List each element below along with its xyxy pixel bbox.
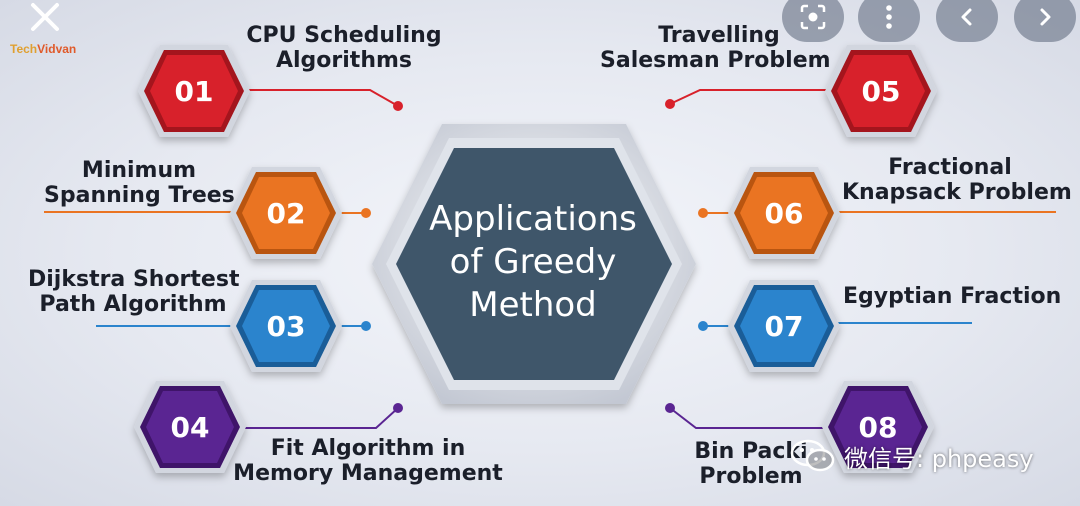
item-node-07: 07 [728,280,840,372]
item-nodes: 01 02 03 04 05 06 07 08 [134,45,937,473]
connector-08 [669,407,842,429]
item-node-05: 05 [825,45,937,137]
center-title: Applications of Greedy Method [400,198,666,327]
item-node-fill-05 [837,55,925,127]
item-number-08: 08 [859,411,898,444]
logo-part1: Tech [10,42,38,56]
connector-04 [230,407,399,429]
next-button[interactable] [1014,0,1076,42]
item-label-04-line2: Memory Management [233,461,503,486]
item-label-02: Minimum Spanning Trees [44,158,235,208]
chevron-left-icon [961,8,972,26]
center-hexagon [372,124,696,404]
item-label-02-line2: Spanning Trees [44,183,235,208]
item-node-fill-06 [740,177,828,249]
item-label-01: CPU Scheduling Algorithms [244,23,444,73]
item-label-05-line1: Travelling [658,23,780,48]
item-label-04: Fit Algorithm in Memory Management [232,436,504,486]
item-label-03-line2: Path Algorithm [39,292,227,317]
connector-dot-01 [393,101,403,111]
chevron-right-icon [1040,8,1051,26]
close-button[interactable] [8,0,82,36]
item-number-06: 06 [765,197,804,230]
item-node-fill-04 [146,391,234,463]
item-node-02: 02 [230,167,342,259]
item-node-03: 03 [230,280,342,372]
item-label-07: Egyptian Fraction [843,284,1062,309]
item-label-04-line1: Fit Algorithm in [270,436,466,461]
connector-dot-06 [698,208,708,218]
center-title-line2: of Greedy [449,242,617,282]
wechat-icon [790,439,835,472]
lens-icon [800,4,826,30]
item-node-fill-07 [740,290,828,362]
connector-dot-04 [393,403,403,413]
more-options-button[interactable] [858,0,920,42]
item-number-07: 07 [765,310,804,343]
item-number-01: 01 [175,75,214,108]
connectors [44,89,1056,429]
item-label-08-line2: Problem [699,464,803,489]
item-label-05-line2: Salesman Problem [600,48,831,73]
item-number-03: 03 [267,310,306,343]
item-node-fill-01 [150,55,238,127]
item-label-01-line1: CPU Scheduling [246,23,442,48]
wechat-watermark: 微信号: phpeasy [790,436,1034,476]
item-label-08: Bin Packi Problem [680,439,822,489]
connector-dot-05 [665,99,675,109]
close-icon [31,3,59,31]
item-label-07-line1: Egyptian Fraction [843,284,1062,309]
item-number-02: 02 [267,197,306,230]
item-number-05: 05 [862,75,901,108]
item-node-06: 06 [728,167,840,259]
connector-dot-03 [361,321,371,331]
item-node-01: 01 [138,45,250,137]
connector-01 [230,89,399,107]
techvidvan-logo: TechVidvan [10,42,76,56]
item-label-06: Fractional Knapsack Problem [842,155,1072,205]
item-label-03: Dijkstra Shortest Path Algorithm [28,267,240,317]
lens-button[interactable] [782,0,844,42]
item-label-02-line1: Minimum [81,158,197,183]
center-title-line1: Applications [429,199,637,239]
item-node-fill-03 [242,290,330,362]
item-label-08-line1: Bin Packi [694,439,808,464]
connector-dot-07 [698,321,708,331]
item-node-04: 04 [134,381,246,473]
wechat-watermark-text: 微信号: phpeasy [844,444,1034,473]
item-label-05: Travelling Salesman Problem [600,23,831,73]
item-label-06-line2: Knapsack Problem [842,180,1072,205]
center-title-line3: Method [469,285,597,325]
connector-05 [669,89,844,105]
item-label-06-line1: Fractional [888,155,1012,180]
connector-dot-08 [665,403,675,413]
item-number-04: 04 [171,411,210,444]
previous-button[interactable] [936,0,998,42]
item-node-08: 08 [822,381,934,473]
more-vertical-icon [886,5,892,29]
item-node-fill-08 [834,391,922,463]
item-label-01-line2: Algorithms [275,48,413,73]
item-node-fill-02 [242,177,330,249]
connector-dot-02 [361,208,371,218]
center-hex-fill [396,148,672,380]
logo-part2: Vidvan [37,42,77,56]
item-label-03-line1: Dijkstra Shortest [28,267,240,292]
